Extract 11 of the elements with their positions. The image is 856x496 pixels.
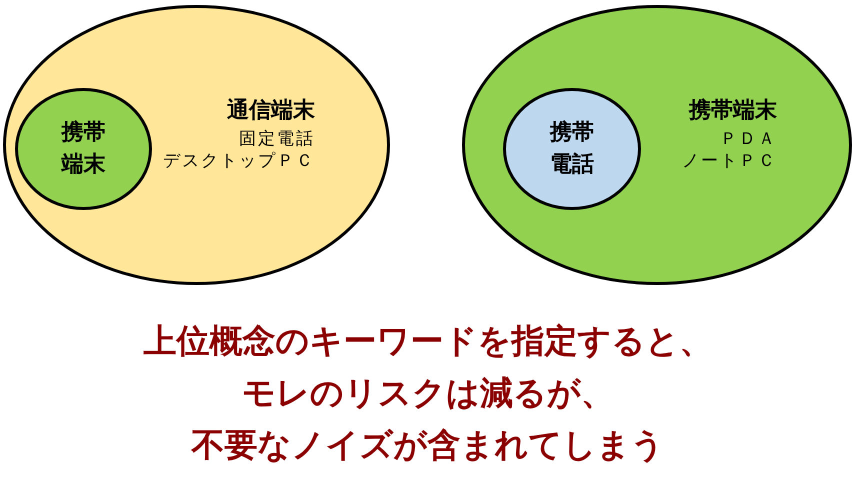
category-item: ノートＰＣ: [682, 150, 777, 172]
category-title: 通信端末: [227, 97, 315, 125]
conclusion-text: 上位概念のキーワードを指定すると、: [144, 320, 712, 362]
category-title: 携帯端末: [689, 97, 777, 125]
circle-label: 携帯電話: [548, 119, 595, 179]
conclusion-text: 不要なノイズが含まれてしまう: [192, 424, 664, 466]
circle-label: 携帯端末: [60, 119, 106, 179]
category-item: デスクトップＰＣ: [163, 150, 315, 172]
category-item: ＰＤＡ: [720, 128, 777, 150]
category-item: 固定電話: [239, 128, 315, 150]
conclusion-text: モレのリスクは減るが、: [242, 372, 614, 414]
